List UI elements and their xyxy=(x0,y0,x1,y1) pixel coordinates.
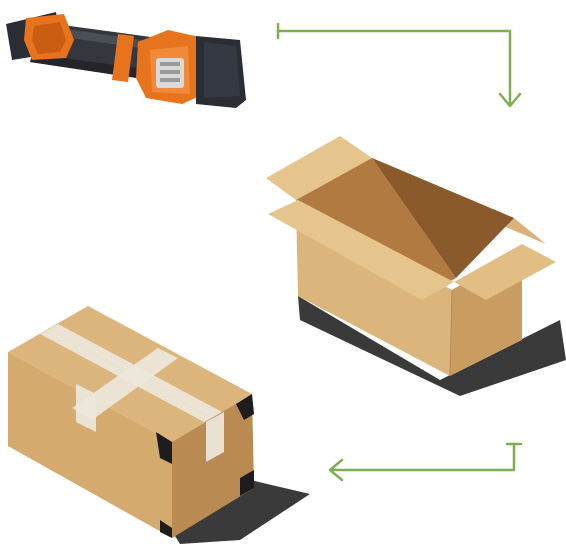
flow-arrow-2 xyxy=(330,444,521,480)
sealed-box xyxy=(8,306,310,544)
flow-arrow-1 xyxy=(278,24,520,106)
open-box xyxy=(266,136,566,396)
strapping-tool xyxy=(6,12,246,108)
